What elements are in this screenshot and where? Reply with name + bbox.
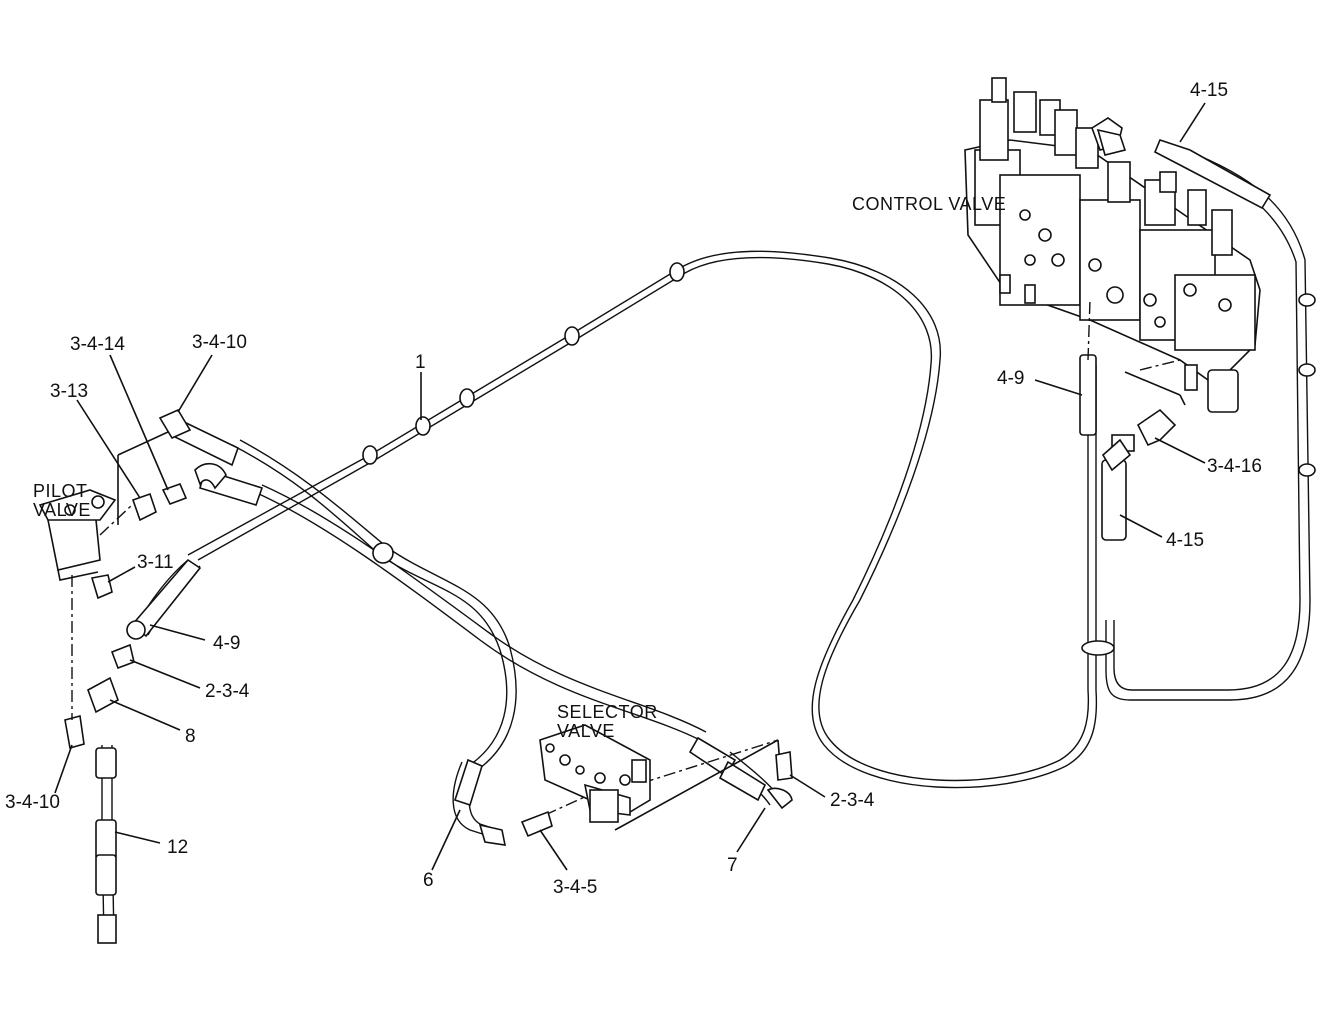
callout-1: 1	[415, 352, 426, 373]
callout-3-4-5: 3-4-5	[553, 877, 597, 898]
callout-3-11: 3-11	[137, 552, 174, 573]
callout-4-9-right: 4-9	[997, 368, 1024, 389]
callout-4-15-top: 4-15	[1190, 80, 1228, 101]
callout-3-4-14: 3-4-14	[70, 334, 125, 355]
component-labels: CONTROL VALVE PILOT VALVE SELECTOR VALVE	[33, 194, 1006, 741]
callout-12: 12	[167, 837, 188, 858]
callout-7: 7	[727, 855, 738, 876]
pilot-valve-label-line2: VALVE	[33, 500, 91, 520]
selector-valve-label-line2: VALVE	[557, 721, 615, 741]
callout-3-4-10-bottom: 3-4-10	[5, 792, 60, 813]
callout-4-15-right: 4-15	[1166, 530, 1204, 551]
callout-3-4-10-top: 3-4-10	[192, 332, 247, 353]
callout-2-3-4-left: 2-3-4	[205, 681, 250, 702]
leader-lines	[54, 102, 1206, 871]
callout-2-3-4-right: 2-3-4	[830, 790, 875, 811]
tube-clamps	[362, 262, 1316, 656]
callout-3-13: 3-13	[50, 381, 88, 402]
callout-3-4-16: 3-4-16	[1207, 456, 1262, 477]
control-valve-drawing	[964, 77, 1261, 413]
pilot-valve-label-line1: PILOT	[33, 481, 88, 501]
pilot-valve-drawing	[38, 408, 227, 944]
selector-valve-drawing	[478, 724, 793, 846]
callout-4-9-left: 4-9	[213, 633, 240, 654]
callout-6: 6	[423, 870, 434, 891]
right-fittings	[1101, 408, 1177, 472]
control-valve-label: CONTROL VALVE	[852, 194, 1006, 214]
selector-valve-label-line1: SELECTOR	[557, 702, 658, 722]
callout-8: 8	[185, 726, 196, 747]
callout-numbers: 4-15 4-9 3-4-16 4-15 1 3-4-14 3-4-10 3-1…	[5, 80, 1262, 898]
